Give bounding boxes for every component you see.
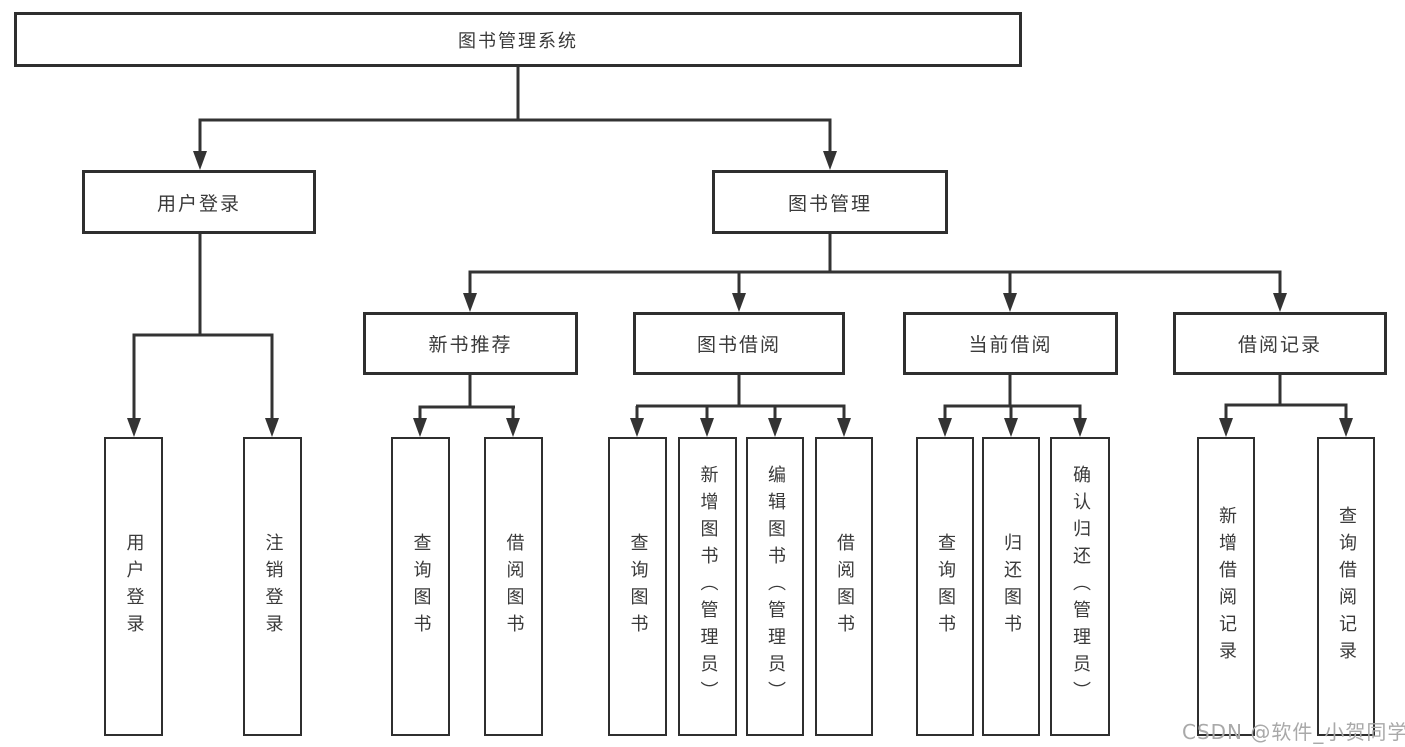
leaf-borrow-books-recommend: 借阅图书: [484, 437, 543, 736]
leaf-user-login: 用户登录: [104, 437, 163, 736]
node-user-login: 用户登录: [82, 170, 316, 234]
leaf-return-books: 归还图书: [982, 437, 1040, 736]
leaf-confirm-return-admin: 确认归还（管理员）: [1050, 437, 1110, 736]
leaf-query-books-borrowing: 查询图书: [608, 437, 667, 736]
leaf-logout: 注销登录: [243, 437, 302, 736]
leaf-edit-books-admin: 编辑图书（管理员）: [746, 437, 804, 736]
leaf-query-books-current: 查询图书: [916, 437, 974, 736]
node-current-borrowing: 当前借阅: [903, 312, 1118, 375]
node-new-book-recommend: 新书推荐: [363, 312, 578, 375]
leaf-borrow-books-borrowing: 借阅图书: [815, 437, 873, 736]
node-library-management-system: 图书管理系统: [14, 12, 1022, 67]
leaf-add-books-admin: 新增图书（管理员）: [678, 437, 737, 736]
leaf-query-books-recommend: 查询图书: [391, 437, 450, 736]
node-book-management: 图书管理: [712, 170, 948, 234]
watermark: CSDN @软件_小贺同学: [1182, 720, 1405, 744]
leaf-add-borrow-record: 新增借阅记录: [1197, 437, 1255, 736]
leaf-query-borrow-record: 查询借阅记录: [1317, 437, 1375, 736]
node-book-borrowing: 图书借阅: [633, 312, 845, 375]
node-borrowing-records: 借阅记录: [1173, 312, 1387, 375]
